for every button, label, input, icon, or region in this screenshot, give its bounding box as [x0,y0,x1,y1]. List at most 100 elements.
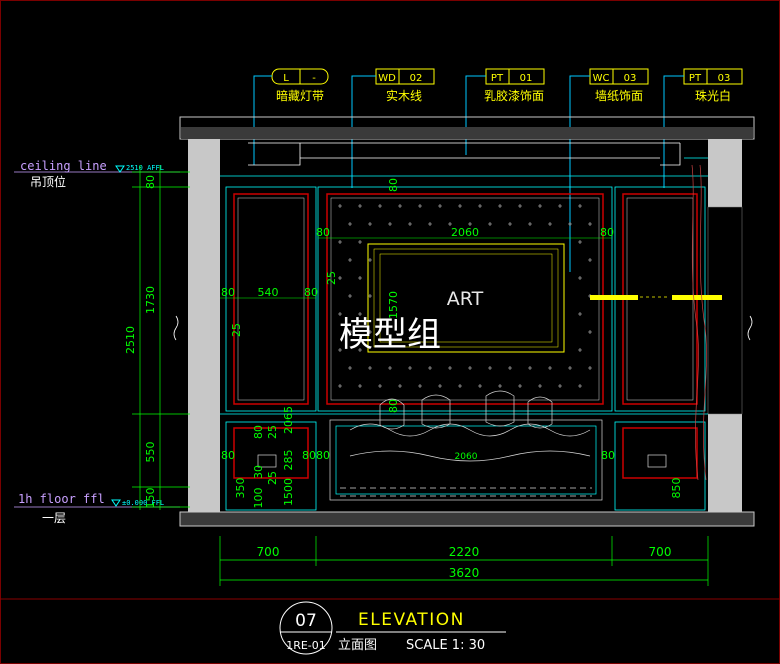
dim-80-g: 80 [221,449,235,462]
dim-base: 150 [144,488,157,509]
tuft-mark [368,258,372,262]
dim-art-height: 1570 [387,291,400,319]
tuft-mark [338,348,342,352]
dim-2065: 2065 [282,406,295,434]
dim-25-c: 25 [266,425,279,439]
tag-code: WD [378,73,396,84]
tuft-mark [368,294,372,298]
tuft-mark [528,222,532,226]
tufted-pattern [338,204,592,388]
tuft-mark [548,366,552,370]
tuft-mark [588,258,592,262]
tag-code: WC [593,73,610,84]
ceiling-level-value: 2510 AFFL [126,164,164,172]
tuft-mark [438,384,442,388]
dim-bottom-left: 700 [257,545,280,559]
tuft-mark [388,366,392,370]
dim-30: 30 [252,465,265,479]
tag-num: 02 [410,73,423,84]
dim-lower: 550 [144,442,157,463]
tuft-mark [518,384,522,388]
tag-code: L [283,73,289,84]
tuft-mark [388,222,392,226]
tuft-mark [378,384,382,388]
tag-wood-line: WD 02 实木线 [375,68,435,103]
tuft-mark [348,258,352,262]
dim-80-i: 80 [252,425,265,439]
tuft-mark [568,366,572,370]
title-block: 07 1RE-01 ELEVATION 立面图 SCALE 1: 30 [279,601,506,655]
dim-total: 2510 [124,326,137,354]
dim-1500: 1500 [282,478,295,506]
dim-top: 80 [144,175,157,189]
leader-lines [253,75,684,272]
tuft-mark [568,222,572,226]
tuft-mark [428,222,432,226]
tuft-mark [358,312,362,316]
tuft-mark [578,204,582,208]
dim-25-b: 25 [230,323,243,337]
tuft-mark [588,330,592,334]
tuft-mark [438,204,442,208]
dim-100: 100 [252,488,265,509]
tuft-mark [498,204,502,208]
dim-2060b: 2060 [455,452,478,462]
dim-bottom-total: 3620 [449,566,480,580]
dim-25-d: 25 [266,471,279,485]
tuft-mark [358,276,362,280]
light-strips [590,295,722,300]
tuft-mark [578,276,582,280]
tag-num: 03 [718,73,731,84]
bottom-dimensions [219,536,709,586]
dim-850: 850 [670,478,683,499]
tag-num: 03 [624,73,637,84]
tuft-mark [578,240,582,244]
dim-8080: 8080 [302,449,330,462]
tuft-mark [558,384,562,388]
tuft-mark [538,384,542,388]
sheet-number: 1RE-01 [286,639,326,652]
curtain [684,157,708,481]
tuft-mark [348,330,352,334]
ceiling-cove [248,142,681,166]
dim-285: 285 [282,450,295,471]
tuft-mark [508,366,512,370]
dim-upper: 1730 [144,286,157,314]
tuft-mark [458,384,462,388]
tuft-mark [578,312,582,316]
tuft-mark [338,276,342,280]
art-label: ART [447,288,484,310]
tag-wallpaper: WC 03 墙纸饰面 [589,68,649,103]
floor-level-value: ±0.000 FFL [122,499,164,507]
tuft-mark [498,384,502,388]
sockets [257,454,667,468]
drawing-subtitle: 立面图 [338,638,377,653]
left-wall [188,139,220,512]
dim-80-d: 80 [304,286,318,299]
tuft-mark [348,366,352,370]
tag-label: 珠光白 [695,88,731,103]
tuft-mark [428,366,432,370]
tuft-mark [338,312,342,316]
tag-latex-paint: PT 01 乳胶漆饰面 [484,68,545,103]
tuft-mark [398,204,402,208]
dim-left-panel: 540 [258,286,279,299]
tag-code: PT [491,73,504,84]
tuft-mark [368,222,372,226]
tag-label: 暗藏灯带 [276,88,324,103]
drawing-scale: SCALE 1: 30 [406,638,485,653]
tuft-mark [458,204,462,208]
tuft-mark [588,222,592,226]
break-markers [173,315,753,341]
tag-label: 墙纸饰面 [595,89,643,103]
drawing-number: 07 [295,611,317,631]
tag-pearl-white: PT 03 珠光白 [683,68,743,103]
tag-light-strip: L - 暗藏灯带 [271,68,329,103]
floor-slab [179,511,755,527]
dim-80-c: 80 [221,286,235,299]
tuft-mark [468,222,472,226]
dim-80-b: 80 [600,226,614,239]
tuft-mark [358,384,362,388]
inner-dimensions: 2060 80 80 540 80 80 1570 25 25 80 80 80… [220,178,683,509]
